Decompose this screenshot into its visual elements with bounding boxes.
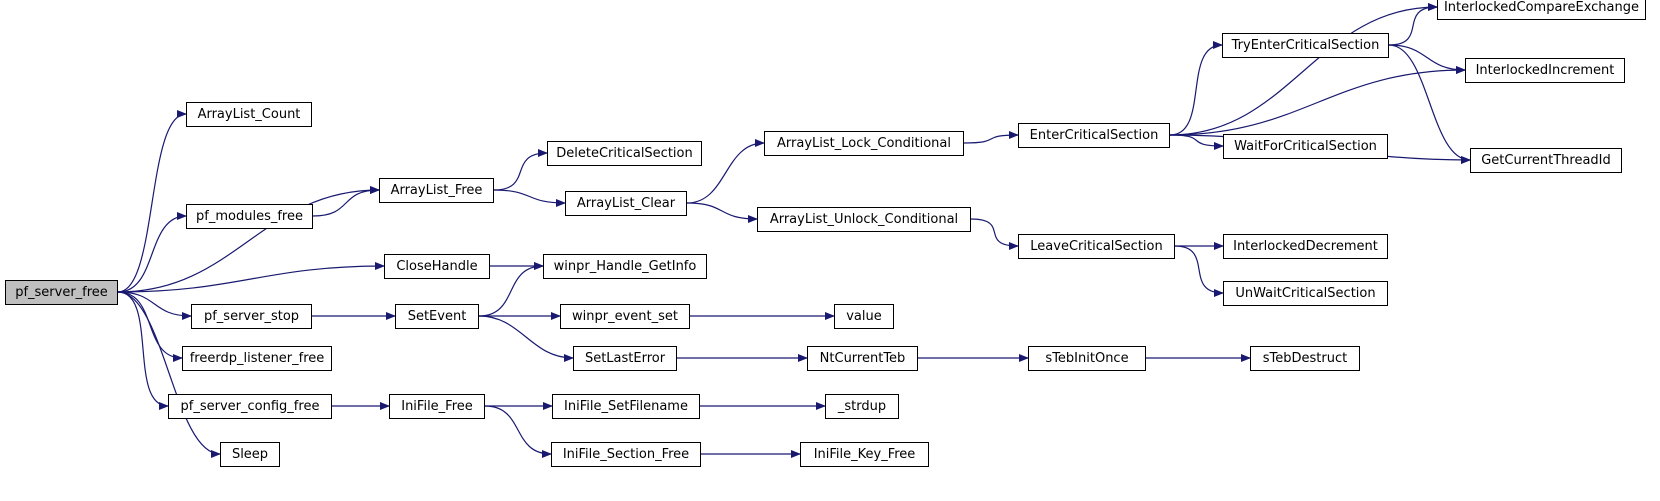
node-value[interactable]: value <box>834 303 894 329</box>
edge-entercriticalsection-to-interlockedcompareexchange <box>1169 3 1438 136</box>
edge-inifile-free-to-inifile-section-free <box>484 405 552 458</box>
edge-pf-modules-free-to-arraylist-free <box>312 186 380 217</box>
node--strdup[interactable]: _strdup <box>825 393 899 419</box>
edge-pf-server-free-to-pf-modules-free <box>117 212 187 293</box>
node-pf-server-config-free[interactable]: pf_server_config_free <box>168 393 332 419</box>
edge-arraylist-free-to-arraylist-clear <box>493 189 566 207</box>
node-stebinitonce[interactable]: sTebInitOnce <box>1028 345 1146 371</box>
node-interlockeddecrement[interactable]: InterlockedDecrement <box>1223 233 1388 259</box>
node-ntcurrentteb[interactable]: NtCurrentTeb <box>807 345 918 371</box>
node-deletecriticalsection[interactable]: DeleteCriticalSection <box>547 140 702 166</box>
node-inifile-free[interactable]: IniFile_Free <box>389 393 485 419</box>
node-arraylist-count[interactable]: ArrayList_Count <box>186 101 312 127</box>
node-pf-server-stop[interactable]: pf_server_stop <box>191 303 312 329</box>
node-inifile-section-free[interactable]: IniFile_Section_Free <box>551 441 701 467</box>
node-sleep[interactable]: Sleep <box>220 441 280 467</box>
edge-pf-server-free-to-closehandle <box>117 262 385 293</box>
node-interlockedincrement[interactable]: InterlockedIncrement <box>1465 57 1625 83</box>
edge-leavecriticalsection-to-unwaitcriticalsection <box>1174 245 1224 297</box>
edge-entercriticalsection-to-tryentercriticalsection <box>1169 41 1223 136</box>
node-arraylist-lock-conditional[interactable]: ArrayList_Lock_Conditional <box>764 130 964 156</box>
edge-pf-server-free-to-arraylist-free <box>117 186 380 293</box>
node-freerdp-listener-free[interactable]: freerdp_listener_free <box>182 345 332 371</box>
node-leavecriticalsection[interactable]: LeaveCriticalSection <box>1018 233 1175 259</box>
node-interlockedcompareexchange[interactable]: InterlockedCompareExchange <box>1437 0 1646 20</box>
node-pf-server-free[interactable]: pf_server_free <box>5 279 118 305</box>
node-setevent[interactable]: SetEvent <box>395 303 479 329</box>
node-winpr-handle-getinfo[interactable]: winpr_Handle_GetInfo <box>543 253 707 279</box>
node-unwaitcriticalsection[interactable]: UnWaitCriticalSection <box>1223 280 1388 306</box>
node-pf-modules-free[interactable]: pf_modules_free <box>186 203 313 229</box>
node-waitforcriticalsection[interactable]: WaitForCriticalSection <box>1223 133 1388 159</box>
edge-pf-server-free-to-pf-server-config-free <box>117 291 169 410</box>
edge-arraylist-unlock-conditional-to-leavecriticalsection <box>970 218 1019 250</box>
node-arraylist-clear[interactable]: ArrayList_Clear <box>565 190 687 216</box>
node-arraylist-unlock-conditional[interactable]: ArrayList_Unlock_Conditional <box>757 206 971 232</box>
node-stebdestruct[interactable]: sTebDestruct <box>1250 345 1360 371</box>
edge-tryentercriticalsection-to-interlockedcompareexchange <box>1388 3 1438 46</box>
node-closehandle[interactable]: CloseHandle <box>384 253 490 279</box>
node-entercriticalsection[interactable]: EnterCriticalSection <box>1018 122 1170 148</box>
node-inifile-key-free[interactable]: IniFile_Key_Free <box>800 441 929 467</box>
edge-pf-server-free-to-sleep <box>117 291 221 458</box>
node-inifile-setfilename[interactable]: IniFile_SetFilename <box>552 393 700 419</box>
node-setlasterror[interactable]: SetLastError <box>573 345 677 371</box>
edge-arraylist-clear-to-arraylist-lock-conditional <box>686 139 765 204</box>
edge-tryentercriticalsection-to-interlockedincrement <box>1388 44 1466 74</box>
edge-entercriticalsection-to-waitforcriticalsection <box>1169 134 1224 150</box>
node-arraylist-free[interactable]: ArrayList_Free <box>379 177 494 203</box>
node-winpr-event-set[interactable]: winpr_event_set <box>560 303 690 329</box>
edge-arraylist-lock-conditional-to-entercriticalsection <box>963 131 1019 144</box>
edge-arraylist-clear-to-arraylist-unlock-conditional <box>686 202 758 223</box>
edge-pf-server-free-to-pf-server-stop <box>117 291 192 320</box>
edge-setevent-to-winpr-handle-getinfo <box>478 262 544 317</box>
node-getcurrentthreadid[interactable]: GetCurrentThreadId <box>1470 147 1622 173</box>
edge-arraylist-free-to-deletecriticalsection <box>493 149 548 191</box>
edge-pf-server-free-to-arraylist-count <box>117 110 187 293</box>
edge-tryentercriticalsection-to-getcurrentthreadid <box>1388 44 1471 164</box>
node-tryentercriticalsection[interactable]: TryEnterCriticalSection <box>1222 32 1389 58</box>
edge-setevent-to-setlasterror <box>478 315 574 362</box>
